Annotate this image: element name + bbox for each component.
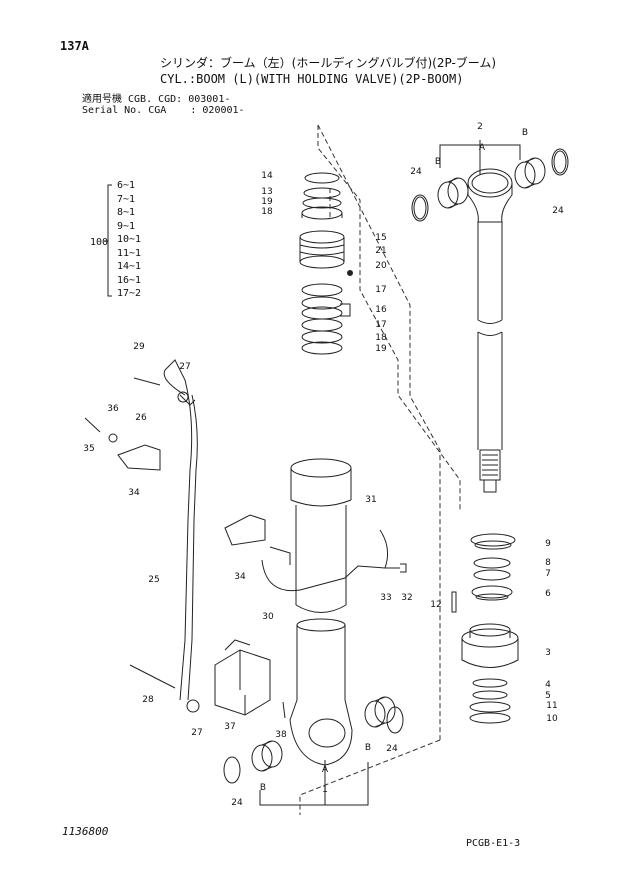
callout-36: 36 bbox=[107, 404, 119, 414]
callout-35: 35 bbox=[83, 444, 95, 454]
kit-item: 16~1 bbox=[117, 274, 142, 286]
kit-item: 9~1 bbox=[117, 220, 136, 232]
callout-24a: 24 bbox=[410, 167, 422, 177]
serial-line-1: 適用号機 CGB. CGD: 003001- bbox=[82, 94, 231, 105]
kit-group-number: 100 bbox=[90, 237, 109, 248]
callout-11: 11 bbox=[546, 701, 558, 711]
callout-A-bottom: A bbox=[321, 765, 329, 775]
callout-20: 20 bbox=[375, 261, 387, 271]
page-code: PCGB-E1-3 bbox=[466, 838, 521, 849]
callout-27a: 27 bbox=[179, 362, 191, 372]
callout-19b: 19 bbox=[375, 344, 387, 354]
callout-34b: 34 bbox=[234, 572, 246, 582]
callout-24b: 24 bbox=[552, 206, 564, 216]
callout-34a: 34 bbox=[128, 488, 140, 498]
bushing-top-right bbox=[514, 157, 546, 189]
callout-7: 7 bbox=[545, 569, 551, 579]
callout-14: 14 bbox=[261, 171, 273, 181]
callout-15: 15 bbox=[375, 233, 387, 243]
callout-B-bottom-right: B bbox=[364, 743, 372, 753]
callout-10: 10 bbox=[546, 714, 558, 724]
callout-24d: 24 bbox=[231, 798, 243, 808]
callout-38: 38 bbox=[275, 730, 287, 740]
rod-eye bbox=[467, 168, 513, 223]
callout-37: 37 bbox=[224, 722, 236, 732]
callout-32: 32 bbox=[401, 593, 413, 603]
kit-item: 8~1 bbox=[117, 207, 136, 218]
callout-B-top-left: B bbox=[434, 157, 442, 167]
callout-29: 29 bbox=[133, 342, 145, 352]
callout-2: 2 bbox=[477, 122, 483, 132]
title-english: CYL.:BOOM (L)(WITH HOLDING VALVE)(2P-BOO… bbox=[160, 72, 464, 86]
callout-28: 28 bbox=[142, 695, 154, 705]
callout-26: 26 bbox=[135, 413, 147, 423]
callout-30: 30 bbox=[262, 612, 274, 622]
callout-5: 5 bbox=[545, 691, 551, 701]
callout-1: 1 bbox=[322, 785, 328, 795]
callout-12: 12 bbox=[430, 600, 442, 610]
kit-item: 17~2 bbox=[117, 288, 142, 299]
callout-9: 9 bbox=[545, 539, 551, 549]
callout-B-top-right: B bbox=[521, 128, 529, 138]
kit-item: 14~1 bbox=[117, 261, 142, 272]
callout-16: 16 bbox=[375, 305, 387, 315]
callout-6: 6 bbox=[545, 589, 551, 599]
callout-24c: 24 bbox=[386, 744, 398, 754]
callout-A-top: A bbox=[478, 143, 486, 153]
callout-17b: 17 bbox=[375, 320, 387, 330]
callout-18a: 18 bbox=[261, 207, 273, 217]
bushing-top-left bbox=[437, 177, 469, 209]
callout-8: 8 bbox=[545, 558, 551, 568]
callout-17a: 17 bbox=[375, 285, 387, 295]
callout-21: 21 bbox=[375, 246, 387, 256]
serial-line-2: Serial No. CGA : 020001- bbox=[82, 105, 245, 116]
callout-19a: 19 bbox=[261, 197, 273, 207]
callout-31: 31 bbox=[365, 495, 377, 505]
kit-item: 7~1 bbox=[117, 193, 136, 205]
kit-item: 11~1 bbox=[117, 247, 142, 259]
callout-4: 4 bbox=[545, 680, 551, 690]
callout-33: 33 bbox=[380, 593, 392, 603]
callout-25: 25 bbox=[148, 575, 160, 585]
title-japanese: シリンダ：ブーム（左）(ホールディングバルブ付)(2P-ブーム) bbox=[160, 56, 497, 70]
drawing-number: 1136800 bbox=[62, 825, 109, 838]
callout-3: 3 bbox=[545, 648, 551, 658]
callout-18b: 18 bbox=[375, 333, 387, 343]
callout-B-bottom-left: B bbox=[259, 783, 267, 793]
callout-13: 13 bbox=[261, 187, 273, 197]
kit-item: 10~1 bbox=[117, 234, 142, 245]
kit-item: 6~1 bbox=[117, 180, 136, 191]
page-number: 137A bbox=[60, 39, 89, 53]
callout-27b: 27 bbox=[191, 728, 203, 738]
